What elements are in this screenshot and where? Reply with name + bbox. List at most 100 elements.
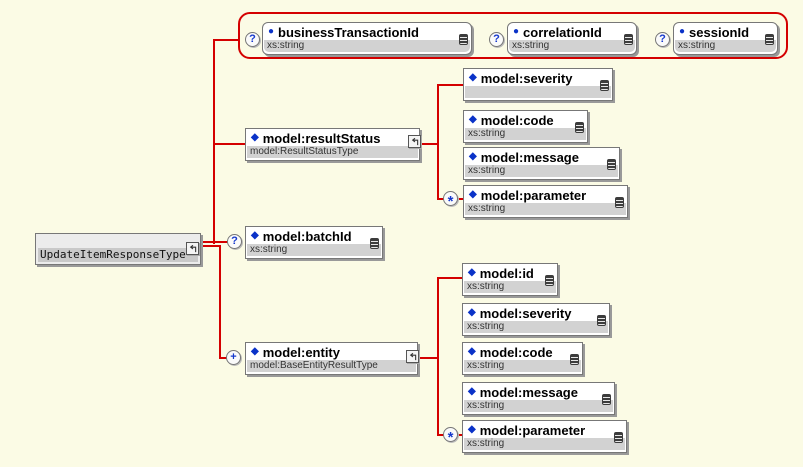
annotation-icon [600, 80, 609, 91]
element-header: ●businessTransactionId [263, 23, 471, 40]
annotation-icon [607, 159, 616, 170]
element-type: xs:string [465, 203, 626, 215]
element-rs-message[interactable]: ◆model:message xs:string [463, 147, 620, 180]
element-header: ●sessionId [674, 23, 777, 40]
attribute-bullet-icon: ● [679, 26, 686, 37]
connector-trunk-lower [219, 247, 221, 359]
element-type: model:ResultStatusType [247, 146, 418, 158]
element-type: xs:string [264, 40, 470, 52]
optional-group-frame [238, 12, 788, 59]
element-en-id[interactable]: ◆model:id xs:string [462, 263, 558, 296]
element-correlationId[interactable]: ●correlationId xs:string [507, 22, 637, 55]
element-name: model:entity [262, 344, 340, 360]
element-bullet-icon: ◆ [469, 189, 477, 200]
annotation-icon [614, 432, 623, 443]
element-name: model:message [479, 384, 578, 400]
element-name: model:severity [480, 70, 573, 86]
annotation-icon [459, 34, 468, 45]
optional-occurrence-icon: ? [227, 234, 242, 249]
optional-glyph: ? [493, 33, 500, 45]
type-reference-icon[interactable] [406, 350, 419, 363]
element-type: xs:string [509, 40, 635, 52]
connector-branch-resultstatus [214, 143, 246, 145]
connector-entity-trunk [437, 277, 439, 436]
element-bullet-icon: ◆ [469, 72, 477, 83]
annotation-icon [370, 238, 379, 249]
attribute-bullet-icon: ● [268, 26, 275, 37]
element-type: xs:string [465, 128, 586, 140]
connector-root-top [201, 241, 230, 243]
element-rs-severity[interactable]: ◆model:severity [463, 68, 613, 101]
element-resultStatus[interactable]: ◆model:resultStatus model:ResultStatusTy… [245, 128, 420, 161]
root-type-reference-icon[interactable] [186, 242, 199, 255]
element-name: model:parameter [480, 187, 587, 203]
annotation-icon [597, 315, 606, 326]
annotation-icon [624, 34, 633, 45]
element-header: ●correlationId [508, 23, 636, 40]
plus-glyph: + [230, 351, 237, 363]
root-type-label: UpdateItemResponseType [38, 248, 198, 262]
element-rs-code[interactable]: ◆model:code xs:string [463, 110, 588, 143]
element-header: ◆model:entity [246, 343, 417, 360]
element-batchId[interactable]: ◆model:batchId xs:string [245, 226, 383, 259]
type-reference-icon[interactable] [408, 135, 421, 148]
optional-occurrence-icon: ? [489, 32, 504, 47]
element-bullet-icon: ◆ [251, 132, 259, 143]
connector-entity-out [419, 357, 438, 359]
element-bullet-icon: ◆ [468, 346, 476, 357]
annotation-icon [765, 34, 774, 45]
optional-occurrence-icon: ? [655, 32, 670, 47]
connector-trunk-upper [213, 39, 215, 244]
element-type: model:BaseEntityResultType [247, 360, 416, 372]
optional-occurrence-icon: ? [245, 32, 260, 47]
annotation-icon [570, 354, 579, 365]
element-bullet-icon: ◆ [468, 307, 476, 318]
element-name: model:id [479, 265, 534, 281]
element-name: model:message [480, 149, 579, 165]
element-en-message[interactable]: ◆model:message xs:string [462, 382, 615, 415]
element-en-severity[interactable]: ◆model:severity xs:string [462, 303, 610, 336]
element-type: xs:string [464, 400, 613, 412]
optional-glyph: ? [249, 33, 256, 45]
element-header: ◆model:severity [463, 304, 609, 321]
element-en-code[interactable]: ◆model:code xs:string [462, 342, 583, 375]
element-entity[interactable]: ◆model:entity model:BaseEntityResultType [245, 342, 418, 375]
annotation-icon [575, 122, 584, 133]
element-header: ◆model:batchId [246, 227, 382, 244]
element-header: ◆model:resultStatus [246, 129, 419, 146]
element-businessTransactionId[interactable]: ●businessTransactionId xs:string [262, 22, 472, 55]
element-type: xs:string [464, 281, 556, 293]
annotation-icon [545, 275, 554, 286]
element-name: sessionId [689, 24, 750, 40]
attribute-bullet-icon: ● [513, 26, 520, 37]
element-type [465, 86, 611, 98]
element-type: xs:string [464, 321, 608, 333]
element-type: xs:string [464, 360, 581, 372]
connector-root-bottom [201, 245, 221, 247]
root-type-box[interactable]: UpdateItemResponseType [35, 233, 201, 265]
element-bullet-icon: ◆ [251, 346, 259, 357]
element-name: model:batchId [262, 228, 352, 244]
element-en-parameter[interactable]: ◆model:parameter xs:string [462, 420, 627, 453]
element-bullet-icon: ◆ [469, 114, 477, 125]
repeating-occurrence-icon: * [443, 427, 458, 446]
connector-resultstatus-out [419, 143, 438, 145]
plus-occurrence-icon: + [226, 350, 241, 365]
element-type: xs:string [464, 438, 625, 450]
element-bullet-icon: ◆ [468, 424, 476, 435]
connector-resultstatus-trunk [437, 84, 439, 200]
element-name: model:resultStatus [262, 130, 381, 146]
element-header: ◆model:severity [464, 69, 612, 86]
element-sessionId[interactable]: ●sessionId xs:string [673, 22, 778, 55]
element-rs-parameter[interactable]: ◆model:parameter xs:string [463, 185, 628, 218]
connector-branch-en-id [437, 277, 463, 279]
element-header: ◆model:parameter [464, 186, 627, 203]
element-name: businessTransactionId [278, 24, 419, 40]
optional-glyph: ? [659, 33, 666, 45]
element-header: ◆model:message [463, 383, 614, 400]
repeating-glyph: * [447, 428, 454, 446]
connector-branch-rs-severity [437, 84, 464, 86]
connector-branch-entity [219, 357, 228, 359]
repeating-glyph: * [447, 192, 454, 210]
